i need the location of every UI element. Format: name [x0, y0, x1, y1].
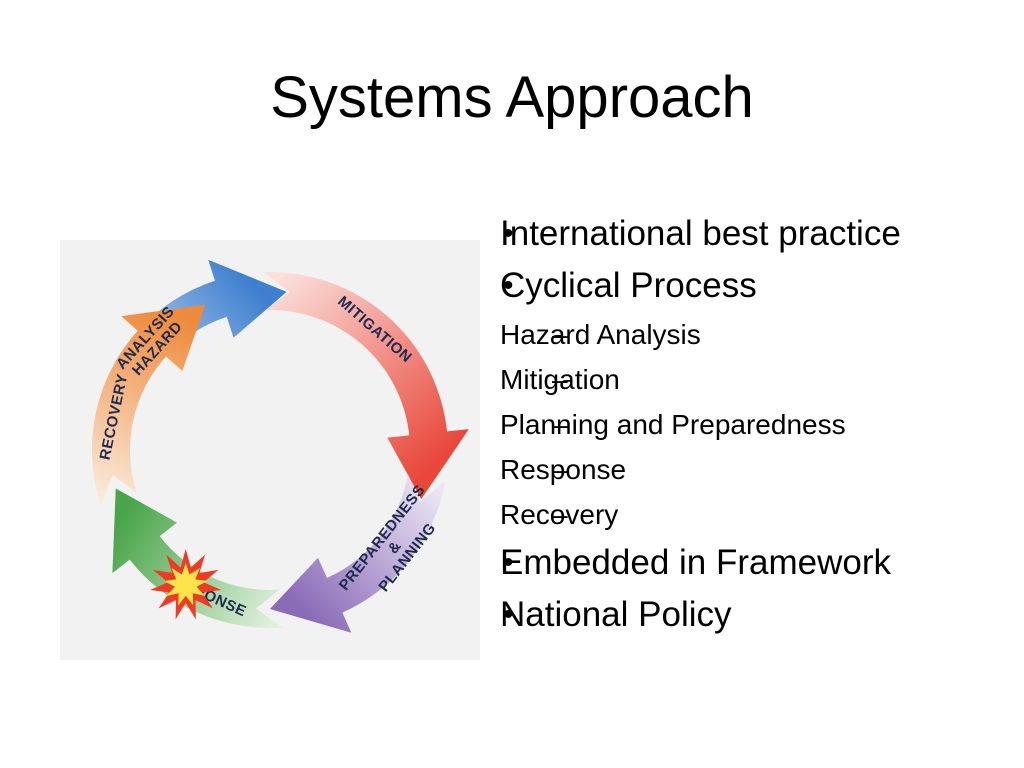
bullet-text: Planning and Preparedness	[500, 409, 846, 440]
bullet-item: •National Policy	[500, 589, 1020, 641]
dash-marker: –	[552, 409, 568, 440]
sub-bullet-item: –Hazard Analysis	[500, 312, 1020, 357]
bullet-marker: •	[503, 598, 514, 631]
bullet-marker: •	[503, 546, 514, 579]
dash-marker: –	[552, 499, 568, 530]
bullet-text: International best practice	[500, 214, 901, 253]
bullet-text: Embedded in Framework	[500, 543, 891, 582]
planning-arrow	[270, 474, 446, 633]
explosion-inner	[164, 562, 208, 606]
sub-bullet-item: –Mitigation	[500, 357, 1020, 402]
sub-bullet-item: –Planning and Preparedness	[500, 402, 1020, 447]
cycle-arrows	[91, 259, 469, 633]
recovery-arrow	[91, 304, 206, 506]
bullet-text: Response	[500, 454, 627, 485]
bullet-text: Mitigation	[500, 364, 620, 395]
dash-marker: –	[552, 364, 568, 395]
bullet-marker: •	[503, 269, 514, 302]
sub-bullet-item: –Recovery	[500, 492, 1020, 537]
bullet-text: Hazard Analysis	[500, 319, 701, 350]
dash-marker: –	[552, 319, 568, 350]
bullet-item: •Embedded in Framework	[500, 537, 1020, 589]
bullet-text: Cyclical Process	[500, 266, 757, 305]
explosion-icon	[150, 548, 222, 620]
bullet-marker: •	[503, 217, 514, 250]
bullet-item: •Cyclical Process	[500, 260, 1020, 312]
mitigation-arrow	[263, 272, 469, 500]
bullet-text: National Policy	[500, 595, 732, 634]
response-arrow	[112, 488, 283, 628]
bullet-list: •International best practice•Cyclical Pr…	[500, 208, 1020, 641]
bullet-item: •International best practice	[500, 208, 1020, 260]
sub-bullet-item: –Response	[500, 447, 1020, 492]
dash-marker: –	[552, 454, 568, 485]
slide-title: Systems Approach	[270, 65, 754, 130]
bullet-text: Recovery	[500, 499, 619, 530]
